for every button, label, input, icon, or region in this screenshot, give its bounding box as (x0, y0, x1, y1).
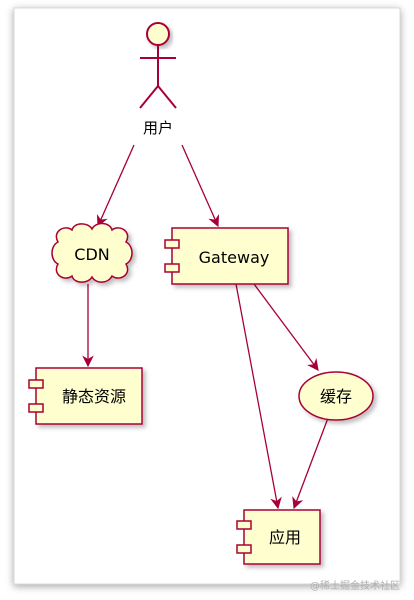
static-port-bottom (28, 403, 44, 413)
cache-ellipse (298, 371, 374, 421)
gateway-port-bottom (164, 263, 180, 273)
node-user: 用户 (139, 22, 177, 137)
app-label: 应用 (269, 528, 301, 547)
actor-leg-right (157, 85, 177, 109)
edge-gateway-app (235, 283, 282, 510)
node-app: 应用 (236, 509, 321, 565)
gateway-box (171, 227, 289, 285)
edge-user-cdn (96, 144, 135, 228)
static-label: 静态资源 (62, 387, 126, 406)
node-gateway: Gateway (164, 227, 289, 285)
static-port-top (28, 379, 44, 389)
cdn-label: CDN (74, 245, 109, 264)
node-cache: 缓存 (298, 371, 374, 421)
node-cdn: CDN (51, 222, 133, 283)
gateway-label: Gateway (199, 248, 270, 267)
frame-border (13, 7, 401, 585)
app-port-top (236, 520, 252, 530)
gateway-port-top (164, 239, 180, 249)
edge-cache-app (292, 417, 329, 510)
node-static: 静态资源 (28, 367, 143, 425)
edge-gateway-cache (253, 283, 319, 371)
app-port-bottom (236, 544, 252, 554)
app-box (243, 509, 321, 565)
cdn-cloud-shape (51, 222, 133, 283)
user-label: 用户 (143, 119, 173, 137)
cache-label: 缓存 (320, 387, 352, 406)
actor-leg-left (139, 85, 159, 109)
static-box (35, 367, 143, 425)
edges (82, 144, 329, 510)
edge-user-gateway (181, 144, 220, 228)
watermark: @稀土掘金技术社区 (310, 581, 400, 592)
actor-head (146, 22, 170, 46)
